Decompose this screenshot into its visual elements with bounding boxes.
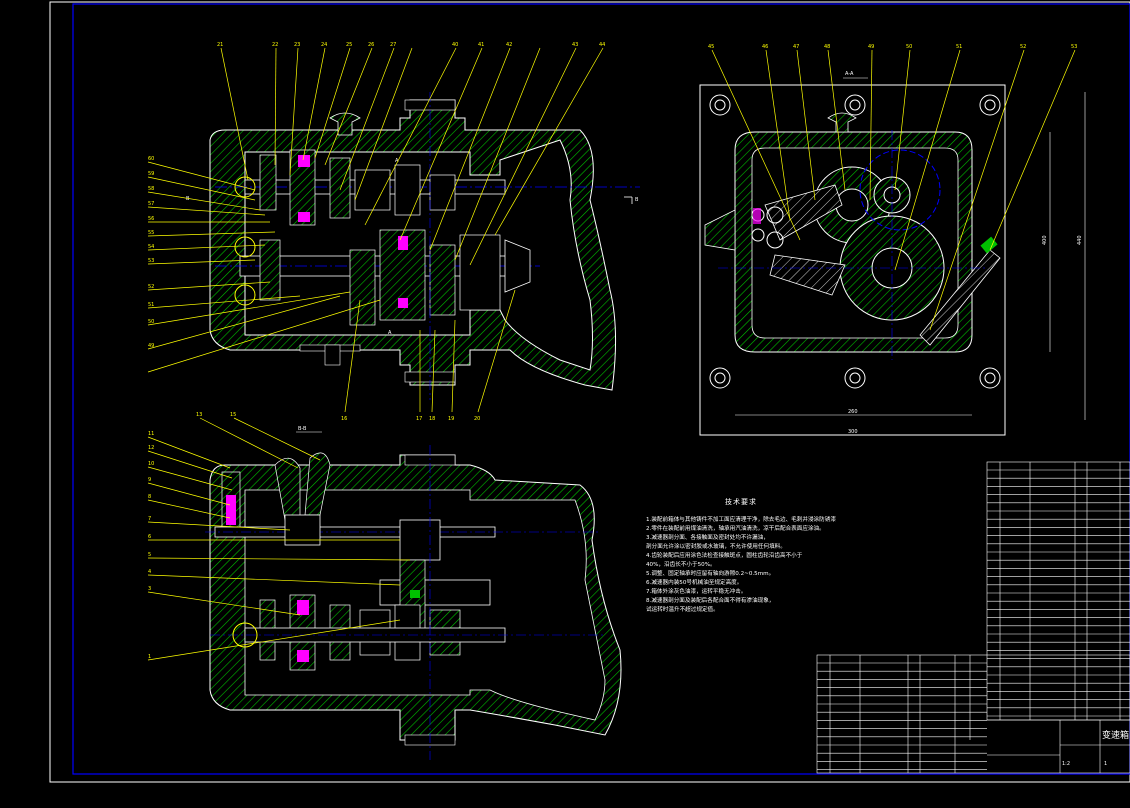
- part-label: 58: [148, 186, 154, 192]
- part-label: 40: [452, 42, 458, 48]
- part-label: 50: [148, 319, 154, 325]
- main-section-view: B B A A: [147, 42, 640, 422]
- part-label: 22: [272, 42, 278, 48]
- title-block-scale: 1:2: [1062, 761, 1070, 767]
- svg-text:A: A: [395, 158, 399, 164]
- part-label: 24: [321, 42, 327, 48]
- part-label: 7: [148, 516, 151, 522]
- note-line: 40%，沿齿长不小于50%。: [646, 562, 716, 568]
- dim-width-outer: 300: [848, 429, 858, 435]
- part-label: 51: [148, 302, 154, 308]
- part-label: 27: [390, 42, 396, 48]
- part-label: 6: [148, 534, 151, 540]
- part-label: 20: [474, 416, 480, 422]
- part-label: 42: [506, 42, 512, 48]
- part-label: 4: [148, 569, 151, 575]
- part-label: 25: [346, 42, 352, 48]
- dim-height-outer: 440: [1077, 235, 1083, 245]
- note-line: 剖分面允许涂以密封胶或水玻璃，不允许使用任何填料。: [646, 544, 786, 550]
- part-label: 51: [956, 44, 962, 50]
- part-label: 1: [148, 654, 151, 660]
- part-label: 45: [708, 44, 714, 50]
- svg-text:A: A: [388, 330, 392, 336]
- part-label: 60: [148, 156, 154, 162]
- part-label: 23: [294, 42, 300, 48]
- note-line: 试运转时温升不超过规定值。: [646, 607, 719, 613]
- section-marker-b: B: [635, 197, 639, 203]
- part-label: 53: [1071, 44, 1077, 50]
- part-label: 3: [148, 586, 151, 592]
- part-label: 13: [196, 412, 202, 418]
- drawing-frames: [49, 1, 1130, 783]
- view-b-label: B-B: [298, 426, 307, 432]
- part-label: 47: [793, 44, 799, 50]
- part-label: 50: [906, 44, 912, 50]
- part-label: 5: [148, 552, 151, 558]
- note-line: 8.减速器剖分面及装配后各配合面不得有渗油现象，: [646, 598, 775, 604]
- part-label: 26: [368, 42, 374, 48]
- title-block-sheet: 1: [1104, 761, 1107, 767]
- dim-height-inner: 400: [1042, 235, 1048, 245]
- part-label: 10: [148, 461, 154, 467]
- part-label: 17: [416, 416, 422, 422]
- part-label: 55: [148, 230, 154, 236]
- part-label: 43: [572, 42, 578, 48]
- part-label: 46: [762, 44, 768, 50]
- part-label: 41: [478, 42, 484, 48]
- technical-notes: 技术要求 1.装配前箱体与其他铸件不加工面应清理干净，除去毛边、毛刺并浸涂防锈漆…: [646, 498, 836, 615]
- note-line: 6.减速器内装50号机械油至规定高度。: [646, 580, 743, 586]
- parts-list: [816, 461, 1130, 774]
- note-line: 3.减速器剖分面、各接触面及密封处均不许漏油，: [646, 535, 769, 541]
- part-label: 56: [148, 216, 154, 222]
- note-line: 1.装配前箱体与其他铸件不加工面应清理干净，除去毛边、毛刺并浸涂防锈漆。: [646, 517, 836, 523]
- part-label: 49: [148, 343, 154, 349]
- part-label: 15: [230, 412, 236, 418]
- part-label: 52: [1020, 44, 1026, 50]
- part-label: 59: [148, 171, 154, 177]
- dim-width-inner: 260: [848, 409, 858, 415]
- note-line: 5.调整、固定轴承时应留有轴向游隙0.2~0.5mm。: [646, 571, 775, 577]
- part-label: 44: [599, 42, 605, 48]
- part-label: 18: [429, 416, 435, 422]
- part-label: 54: [148, 244, 154, 250]
- part-label: 48: [824, 44, 830, 50]
- part-label: 8: [148, 494, 151, 500]
- part-label: 11: [148, 431, 154, 437]
- notes-title: 技术要求: [725, 498, 757, 506]
- part-label: 12: [148, 445, 154, 451]
- svg-text:B: B: [186, 196, 190, 202]
- part-label: 53: [148, 258, 154, 264]
- part-label: 57: [148, 201, 154, 207]
- note-line: 4.齿轮装配后应用涂色法检查接触斑点，圆柱齿轮沿齿高不小于: [646, 553, 803, 559]
- title-block-name: 变速箱: [1102, 729, 1129, 741]
- note-line: 7.箱体外涂灰色油漆，运转平稳无冲击。: [646, 589, 747, 595]
- part-label: 19: [448, 416, 454, 422]
- view-a-a: A-A: [699, 44, 1086, 436]
- view-a-label: A-A: [845, 71, 854, 77]
- part-label: 52: [148, 284, 154, 290]
- part-label: 9: [148, 477, 151, 483]
- note-line: 2.零件在装配前用煤油清洗，轴承用汽油清洗，凉干后配合表面应涂油。: [646, 526, 825, 532]
- part-label: 49: [868, 44, 874, 50]
- part-label: 16: [341, 416, 347, 422]
- view-b-b: B-B: [147, 412, 622, 760]
- part-label: 21: [217, 42, 223, 48]
